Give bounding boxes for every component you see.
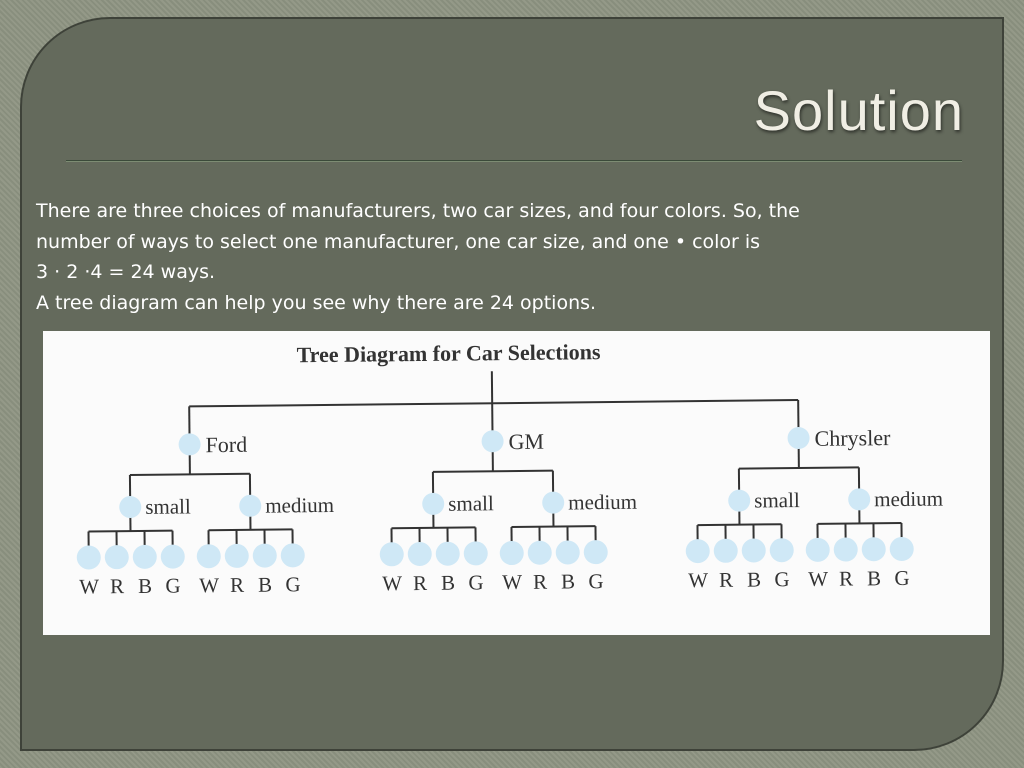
color-label: B [747, 567, 761, 591]
slide-title: Solution [753, 79, 964, 142]
color-leaf-node [224, 543, 249, 568]
color-leaf-node [555, 540, 580, 565]
color-leaf-node [499, 541, 524, 566]
manufacturer-node [481, 430, 504, 453]
diagram-title: Tree Diagram for Car Selections [297, 339, 602, 367]
body-text: There are three choices of manufacturers… [36, 196, 986, 318]
color-label: B [258, 573, 272, 597]
color-leaf-node [583, 540, 608, 565]
size-node [239, 494, 262, 517]
color-label: G [468, 570, 483, 594]
color-leaf-node [713, 538, 738, 563]
color-label: R [413, 571, 427, 595]
color-label: B [867, 566, 881, 590]
manufacturer-label: GM [508, 429, 544, 454]
tree-line [697, 523, 782, 527]
size-node [422, 492, 445, 515]
color-label: W [808, 567, 828, 591]
size-label: medium [874, 487, 943, 512]
color-leaf-node [196, 544, 221, 569]
size-label: medium [568, 490, 637, 515]
color-label: W [79, 574, 99, 598]
color-label: B [138, 574, 152, 598]
manufacturer-node [787, 427, 810, 450]
color-leaf-node [769, 538, 794, 563]
size-label: small [145, 494, 191, 518]
color-label: R [719, 568, 733, 592]
tree-line [88, 529, 173, 533]
color-label: G [285, 572, 300, 596]
tree-line [129, 472, 250, 477]
color-leaf-node [407, 542, 432, 567]
color-label: G [588, 569, 603, 593]
manufacturer-node [178, 433, 201, 456]
tree-line [511, 525, 596, 529]
tree-line [391, 526, 476, 530]
color-label: W [502, 570, 522, 594]
body-line: There are three choices of manufacturers… [36, 200, 800, 222]
title-divider [66, 160, 962, 162]
color-leaf-node [280, 543, 305, 568]
manufacturer-label: Ford [205, 432, 247, 457]
color-label: W [382, 571, 402, 595]
color-label: G [894, 566, 909, 590]
size-node [119, 496, 142, 519]
color-leaf-node [463, 541, 488, 566]
color-label: G [165, 574, 180, 598]
color-label: R [839, 566, 853, 590]
color-leaf-node [527, 540, 552, 565]
color-leaf-node [252, 543, 277, 568]
tree-diagram-figure: Tree Diagram for Car Selections Ford smal… [43, 331, 990, 635]
color-leaf-node [160, 544, 185, 569]
color-leaf-node [861, 537, 886, 562]
tree-line [208, 528, 293, 532]
tree-line [817, 521, 902, 525]
color-leaf-node [132, 544, 157, 569]
tree-line [738, 466, 859, 470]
color-label: R [230, 573, 244, 597]
color-leaf-node [889, 536, 914, 561]
body-line: 3 · 2 ·4 = 24 ways. [36, 261, 216, 283]
size-node [848, 488, 871, 511]
size-node [728, 489, 751, 512]
body-line: A tree diagram can help you see why ther… [36, 291, 597, 314]
color-leaf-node [833, 537, 858, 562]
color-label: G [774, 567, 789, 591]
color-leaf-node [685, 539, 710, 564]
color-label: B [561, 569, 575, 593]
color-leaf-node [379, 542, 404, 567]
tree-line [189, 399, 799, 408]
size-label: medium [265, 493, 334, 518]
manufacturer-label: Chrysler [814, 425, 891, 451]
body-line: number of ways to select one manufacture… [36, 230, 761, 253]
size-label: small [754, 488, 800, 512]
color-label: W [199, 573, 219, 597]
tree-line [432, 469, 553, 473]
tree-diagram: Tree Diagram for Car Selections Ford smal… [76, 339, 943, 599]
color-leaf-node [435, 541, 460, 566]
size-node [542, 491, 565, 514]
size-label: small [448, 491, 494, 515]
color-leaf-node [104, 545, 129, 570]
color-label: R [533, 570, 547, 594]
color-leaf-node [76, 545, 101, 570]
color-leaf-node [805, 537, 830, 562]
color-label: W [688, 568, 708, 592]
color-label: B [441, 571, 455, 595]
color-leaf-node [741, 538, 766, 563]
color-label: R [110, 574, 124, 598]
